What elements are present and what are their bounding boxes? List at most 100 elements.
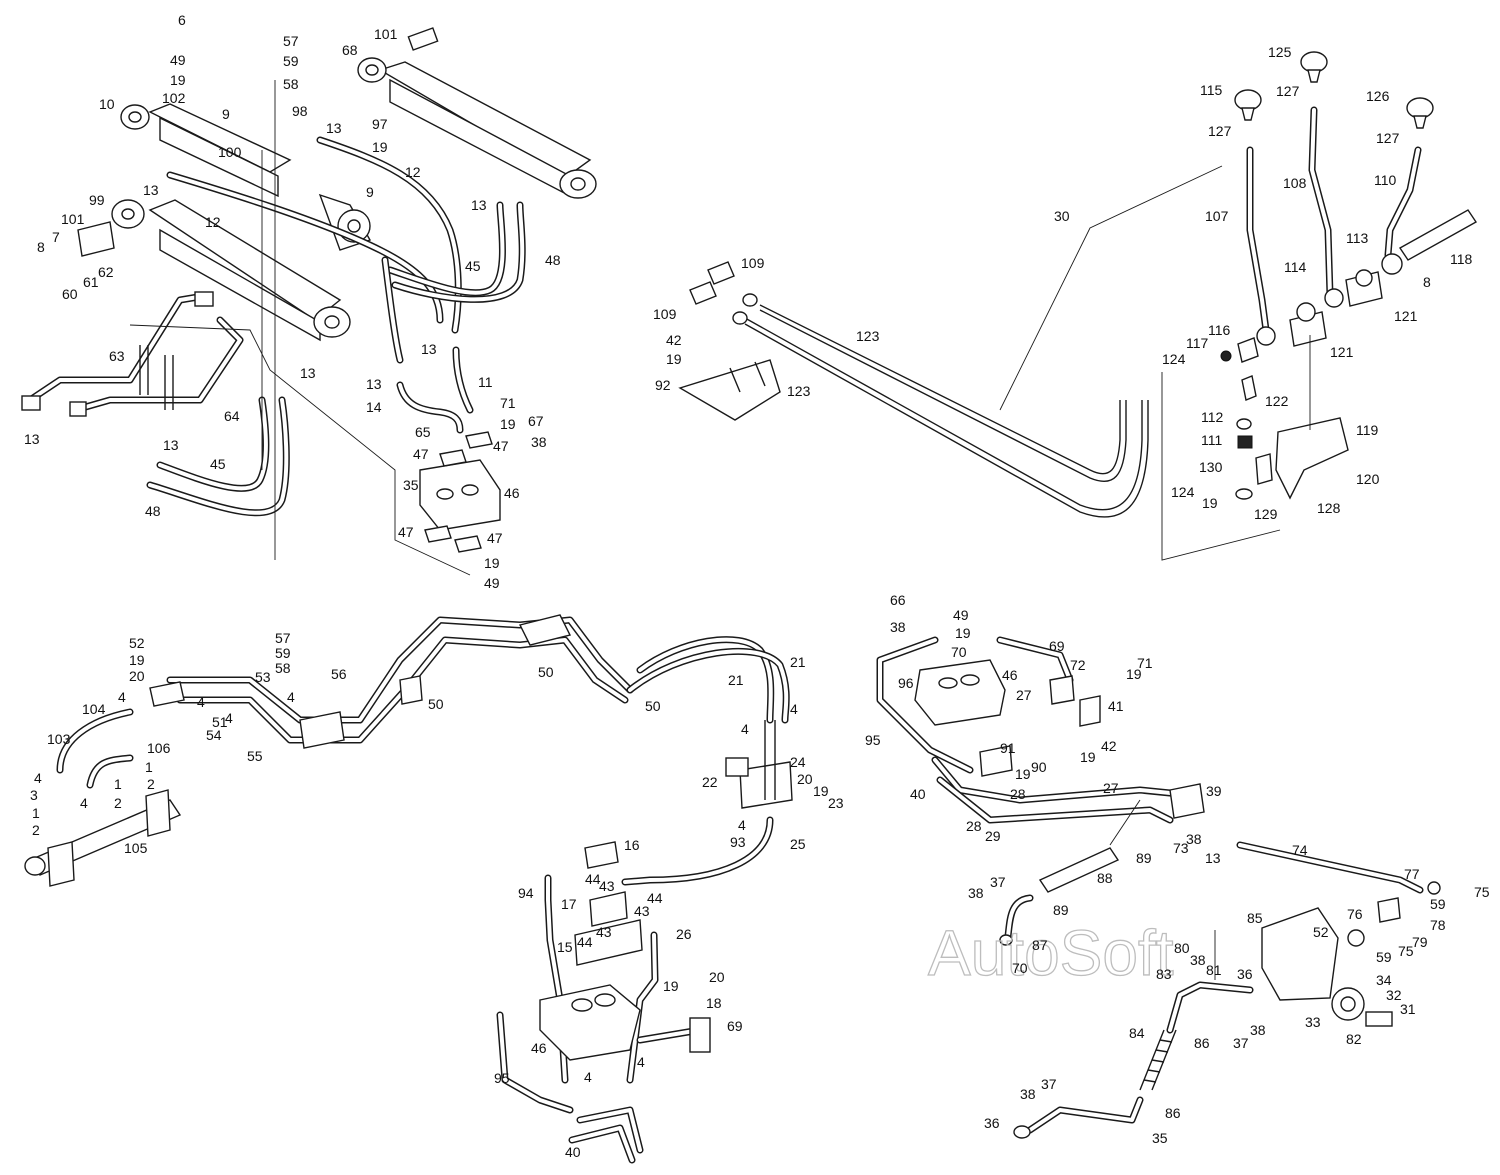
part-number-label: 101 xyxy=(61,211,85,227)
part-number-label: 88 xyxy=(1097,870,1113,886)
part-number-label: 38 xyxy=(1186,831,1202,847)
part-number-label: 58 xyxy=(283,76,299,92)
part-number-label: 53 xyxy=(255,669,271,685)
part-number-label: 21 xyxy=(790,654,806,670)
part-number-label: 14 xyxy=(366,399,382,415)
part-number-label: 35 xyxy=(1152,1130,1168,1146)
part-number-label: 69 xyxy=(727,1018,743,1034)
part-number-label: 49 xyxy=(484,575,500,591)
part-number-label: 69 xyxy=(1049,638,1065,654)
part-number-label: 50 xyxy=(428,696,444,712)
part-number-label: 106 xyxy=(147,740,171,756)
part-number-label: 4 xyxy=(118,689,126,705)
part-number-label: 44 xyxy=(647,890,663,906)
part-number-label: 86 xyxy=(1165,1105,1181,1121)
part-number-label: 28 xyxy=(966,818,982,834)
part-number-label: 92 xyxy=(655,377,671,393)
part-number-label: 3 xyxy=(30,787,38,803)
part-number-label: 13 xyxy=(300,365,316,381)
part-number-label: 7 xyxy=(52,229,60,245)
part-number-label: 75 xyxy=(1398,943,1414,959)
part-number-label: 122 xyxy=(1265,393,1289,409)
part-number-label: 86 xyxy=(1194,1035,1210,1051)
part-number-label: 71 xyxy=(500,395,516,411)
part-number-label: 124 xyxy=(1162,351,1186,367)
part-number-label: 33 xyxy=(1305,1014,1321,1030)
part-number-label: 40 xyxy=(565,1144,581,1160)
part-number-label: 4 xyxy=(80,795,88,811)
part-number-label: 95 xyxy=(494,1070,510,1086)
part-number-label: 41 xyxy=(1108,698,1124,714)
part-number-label: 90 xyxy=(1031,759,1047,775)
part-number-label: 38 xyxy=(1020,1086,1036,1102)
part-number-label: 119 xyxy=(1356,422,1379,438)
part-number-label: 54 xyxy=(206,727,222,743)
part-number-label: 126 xyxy=(1366,88,1390,104)
part-number-label: 20 xyxy=(797,771,813,787)
part-number-label: 101 xyxy=(374,26,398,42)
part-number-label: 117 xyxy=(1186,335,1209,351)
part-number-label: 115 xyxy=(1200,82,1223,98)
part-number-label: 123 xyxy=(787,383,811,399)
part-number-label: 12 xyxy=(405,164,421,180)
part-number-label: 128 xyxy=(1317,500,1341,516)
part-number-label: 130 xyxy=(1199,459,1223,475)
part-number-label: 80 xyxy=(1174,940,1190,956)
part-number-label: 63 xyxy=(109,348,125,364)
part-number-label: 57 xyxy=(283,33,299,49)
part-number-label: 13 xyxy=(143,182,159,198)
part-number-label: 32 xyxy=(1386,987,1402,1003)
part-number-label: 49 xyxy=(953,607,969,623)
part-number-label: 116 xyxy=(1208,322,1231,338)
part-number-label: 19 xyxy=(1202,495,1218,511)
part-number-label: 8 xyxy=(1423,274,1431,290)
part-number-label: 74 xyxy=(1292,842,1308,858)
part-number-label: 94 xyxy=(518,885,534,901)
part-number-label: 45 xyxy=(210,456,226,472)
pump-circuit-lower-right xyxy=(876,636,1441,1139)
part-number-label: 89 xyxy=(1136,850,1152,866)
part-number-label: 13 xyxy=(1205,850,1221,866)
part-number-label: 59 xyxy=(283,53,299,69)
part-number-label: 105 xyxy=(124,840,148,856)
part-number-label: 85 xyxy=(1247,910,1263,926)
part-number-label: 4 xyxy=(197,694,205,710)
part-number-label: 46 xyxy=(504,485,520,501)
part-number-label: 38 xyxy=(1190,952,1206,968)
part-number-label: 2 xyxy=(147,776,155,792)
part-number-label: 70 xyxy=(951,644,967,660)
part-number-label: 10 xyxy=(99,96,115,112)
part-number-label: 52 xyxy=(1313,924,1329,940)
part-number-label: 109 xyxy=(653,306,677,322)
part-number-label: 123 xyxy=(856,328,880,344)
part-number-label: 47 xyxy=(413,446,429,462)
part-number-label: 40 xyxy=(910,786,926,802)
part-number-label: 120 xyxy=(1356,471,1380,487)
part-number-label: 113 xyxy=(1346,230,1369,246)
part-number-label: 67 xyxy=(528,413,544,429)
part-number-label: 59 xyxy=(1376,949,1392,965)
part-number-label: 15 xyxy=(557,939,573,955)
part-number-label: 98 xyxy=(292,103,308,119)
part-number-label: 102 xyxy=(162,90,186,106)
part-number-label: 73 xyxy=(1173,840,1189,856)
part-number-label: 99 xyxy=(89,192,105,208)
part-number-label: 37 xyxy=(1041,1076,1057,1092)
part-number-label: 78 xyxy=(1430,917,1446,933)
part-number-label: 108 xyxy=(1283,175,1307,191)
part-number-label: 121 xyxy=(1394,308,1418,324)
part-number-label: 1 xyxy=(32,805,40,821)
part-number-label: 4 xyxy=(637,1054,645,1070)
part-number-label: 37 xyxy=(990,874,1006,890)
part-number-label: 97 xyxy=(372,116,388,132)
part-number-label: 29 xyxy=(985,828,1001,844)
part-number-label: 4 xyxy=(738,817,746,833)
part-number-label: 52 xyxy=(129,635,145,651)
cylinder-assembly-upper-left xyxy=(21,27,597,576)
control-lever-assembly xyxy=(678,51,1478,561)
part-number-label: 127 xyxy=(1376,130,1400,146)
part-number-label: 17 xyxy=(561,896,577,912)
part-number-label: 87 xyxy=(1032,937,1048,953)
part-number-label: 16 xyxy=(624,837,640,853)
part-number-label: 9 xyxy=(366,184,374,200)
